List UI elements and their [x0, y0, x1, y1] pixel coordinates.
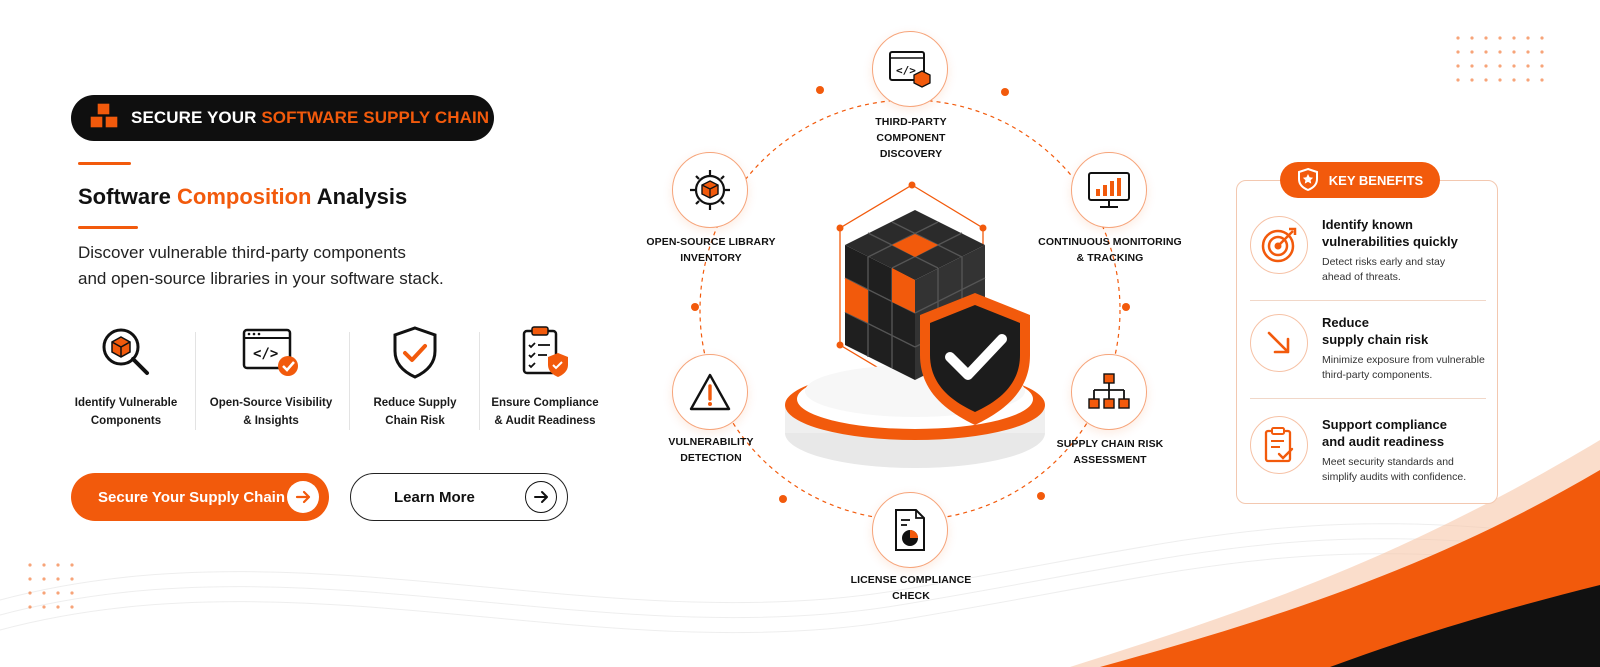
benefit-divider — [1250, 398, 1486, 399]
hierarchy-icon — [1088, 373, 1130, 409]
node-label-line1: VULNERABILITY — [668, 436, 754, 448]
node-label-line1: CONTINUOUS MONITORING — [1038, 236, 1182, 248]
node-label-line1: OPEN-SOURCE LIBRARY — [646, 236, 776, 248]
benefit-title-line2: supply chain risk — [1322, 332, 1429, 347]
feature-label-line1: Reduce Supply — [373, 397, 457, 409]
feature-label-line2: & Insights — [243, 415, 299, 427]
node-third-party-discovery: </> — [872, 31, 948, 107]
benefit-title-line1: Identify known — [1322, 217, 1413, 232]
feature-label-line2: Chain Risk — [385, 415, 445, 427]
feature-label-line1: Ensure Compliance — [491, 397, 599, 409]
node-label-line2: COMPONENT — [876, 132, 946, 144]
learn-more-button[interactable]: Learn More — [350, 473, 568, 521]
node-label-line2: & TRACKING — [1076, 252, 1144, 264]
arrow-right-icon — [525, 481, 557, 513]
monitor-chart-icon — [1088, 172, 1130, 208]
cubes-icon — [87, 101, 121, 136]
node-label-line1: THIRD-PARTY — [875, 116, 947, 128]
feature-label-line1: Open-Source Visibility — [209, 397, 333, 409]
description-line2: and open-source libraries in your softwa… — [78, 269, 444, 288]
cube-shield-icon — [785, 210, 1045, 468]
node-license-compliance — [872, 492, 948, 568]
node-label-line2: DETECTION — [680, 452, 742, 464]
hero-badge-highlight: SOFTWARE SUPPLY CHAIN — [261, 108, 490, 127]
benefit-desc-line2: ahead of threats. — [1322, 271, 1401, 283]
page-title: Software Composition Analysis — [78, 184, 407, 210]
code-window-icon: </> — [206, 322, 336, 382]
arrow-right-icon — [287, 481, 319, 513]
node-label-risk: SUPPLY CHAIN RISK ASSESSMENT — [1030, 436, 1190, 468]
node-continuous-monitoring — [1071, 152, 1147, 228]
description: Discover vulnerable third-party componen… — [78, 240, 498, 292]
svg-text:</>: </> — [253, 346, 278, 362]
benefit-desc-line1: Minimize exposure from vulnerable — [1322, 354, 1485, 366]
key-benefits-badge: KEY BENEFITS — [1280, 162, 1440, 198]
node-label-line1: LICENSE COMPLIANCE — [850, 574, 972, 586]
node-label-license: LICENSE COMPLIANCE CHECK — [831, 572, 991, 604]
arrow-down-right-icon — [1250, 314, 1308, 372]
node-label-line2: INVENTORY — [680, 252, 742, 264]
title-part1: Software — [78, 184, 178, 209]
code-window-box-icon: </> — [889, 51, 931, 88]
hero-badge-text: SECURE YOUR SOFTWARE SUPPLY CHAIN — [131, 108, 489, 128]
benefit-desc-line2: simplify audits with confidence. — [1322, 471, 1467, 483]
benefit-title-line2: and audit readiness — [1322, 434, 1445, 449]
title-rule-bottom — [78, 226, 138, 229]
shield-star-icon — [1297, 167, 1319, 194]
benefit-title-line1: Reduce — [1322, 315, 1369, 330]
feature-divider — [479, 332, 480, 430]
secondary-button-label: Learn More — [394, 488, 475, 506]
document-pie-icon — [895, 509, 925, 551]
clipboard-check-icon — [1250, 416, 1308, 474]
title-rule-top — [78, 162, 131, 165]
gear-cube-icon — [690, 170, 730, 210]
node-label-line2: CHECK — [892, 590, 930, 602]
node-label-vulnerability: VULNERABILITY DETECTION — [631, 434, 791, 466]
shield-check-icon — [350, 322, 480, 382]
magnifier-cube-icon — [61, 322, 191, 382]
description-line1: Discover vulnerable third-party componen… — [78, 243, 406, 262]
node-open-source-inventory — [672, 152, 748, 228]
benefit-desc-line1: Detect risks early and stay — [1322, 256, 1446, 268]
dot-grid-bottom-left — [28, 563, 74, 609]
node-label-line3: DISCOVERY — [879, 148, 943, 160]
title-part2: Analysis — [311, 184, 408, 209]
node-label-inventory: OPEN-SOURCE LIBRARY INVENTORY — [631, 234, 791, 266]
feature-ensure-compliance: Ensure Compliance & Audit Readiness — [480, 322, 610, 430]
benefit-support-compliance: Support compliance and audit readiness Me… — [1250, 416, 1490, 485]
title-highlight: Composition — [177, 184, 312, 209]
benefit-title-line1: Support compliance — [1322, 417, 1447, 432]
hero-badge-prefix: SECURE YOUR — [131, 108, 262, 127]
clipboard-check-icon — [480, 322, 610, 382]
node-label-third-party: THIRD-PARTY COMPONENT DISCOVERY — [831, 114, 991, 162]
feature-label-line1: Identify Vulnerable — [74, 397, 178, 409]
feature-divider — [195, 332, 196, 430]
benefit-title-line2: vulnerabilities quickly — [1322, 234, 1458, 249]
secure-supply-chain-button[interactable]: Secure Your Supply Chain — [71, 473, 329, 521]
hero-badge: SECURE YOUR SOFTWARE SUPPLY CHAIN — [71, 95, 494, 141]
svg-text:</>: </> — [896, 64, 916, 77]
node-label-line1: SUPPLY CHAIN RISK — [1056, 438, 1164, 450]
benefit-identify-vulnerabilities: Identify known vulnerabilities quickly De… — [1250, 216, 1490, 285]
node-label-monitoring: CONTINUOUS MONITORING & TRACKING — [1030, 234, 1190, 266]
benefit-desc-line2: third-party components. — [1322, 369, 1433, 381]
dot-grid-top-right — [1456, 36, 1544, 82]
feature-divider — [349, 332, 350, 430]
node-vulnerability-detection — [672, 354, 748, 430]
node-supply-chain-risk — [1071, 354, 1147, 430]
target-icon — [1250, 216, 1308, 274]
benefit-reduce-risk: Reduce supply chain risk Minimize exposur… — [1250, 314, 1490, 383]
benefit-desc-line1: Meet security standards and — [1322, 456, 1454, 468]
key-benefits-title: KEY BENEFITS — [1328, 172, 1424, 188]
benefit-divider — [1250, 300, 1486, 301]
feature-label-line2: & Audit Readiness — [494, 415, 596, 427]
feature-label-line2: Components — [90, 415, 162, 427]
primary-button-label: Secure Your Supply Chain — [98, 488, 285, 506]
feature-open-source-visibility: </> Open-Source Visibility & Insights — [206, 322, 336, 430]
warning-triangle-icon — [689, 373, 731, 411]
node-label-line2: ASSESSMENT — [1073, 454, 1147, 466]
